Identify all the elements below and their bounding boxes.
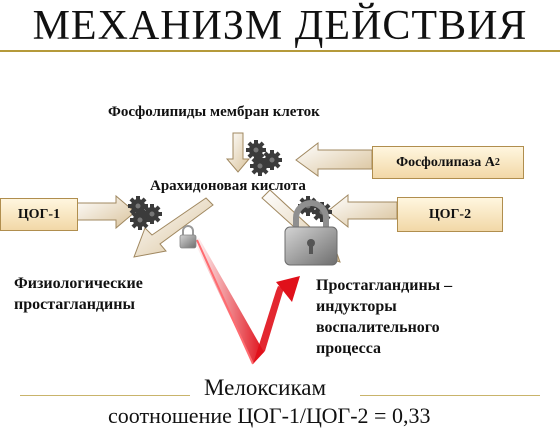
cox2-box: ЦОГ-2 — [397, 197, 503, 232]
physiological-line-2: простагландины — [14, 296, 135, 313]
cox-ratio: соотношение ЦОГ-1/ЦОГ-2 = 0,33 — [108, 403, 431, 428]
cox1-label: ЦОГ-1 — [17, 206, 61, 222]
meloxicam-arrow-left — [194, 238, 264, 364]
inflammatory-line-3: воспалительного — [316, 319, 440, 336]
gear-icon-top — [246, 140, 282, 176]
phospholipase-subscript: 2 — [494, 157, 500, 168]
meloxicam-arrowhead-right — [276, 276, 300, 302]
gear-icon-left — [128, 196, 162, 230]
footer-rule-left — [20, 395, 190, 396]
inflammatory-prostaglandins: Простагландины – индукторы воспалительно… — [316, 275, 452, 359]
large-lock-icon — [284, 200, 338, 266]
arrow-phospholipase — [295, 141, 373, 177]
title-divider — [0, 50, 560, 52]
phospholipase-label: Фосфолипаза А — [396, 154, 495, 170]
physiological-line-1: Физиологические — [14, 275, 143, 292]
meloxicam-arrow-right — [253, 286, 284, 364]
phospholipids-label: Фосфолипиды мембран клеток — [108, 104, 320, 120]
page-title: МЕХАНИЗМ ДЕЙСТВИЯ — [32, 3, 528, 49]
inflammatory-line-2: индукторы — [316, 298, 397, 315]
physiological-prostaglandins: Физиологические простагландины — [14, 273, 143, 315]
inflammatory-line-4: процесса — [316, 340, 382, 357]
arrow-down-phospholipids — [225, 132, 251, 173]
arrow-cox1 — [75, 194, 136, 230]
cox1-box: ЦОГ-1 — [0, 198, 78, 231]
drug-name: Мелоксикам — [204, 375, 327, 400]
arrow-to-physiological — [133, 197, 214, 258]
arachidonic-acid-label: Арахидоновая кислота — [150, 178, 306, 194]
inflammatory-line-1: Простагландины – — [316, 277, 453, 294]
cox2-label: ЦОГ-2 — [428, 206, 472, 222]
arrow-cox2 — [327, 193, 398, 229]
small-lock-icon — [179, 225, 197, 249]
footer-rule-right — [360, 395, 540, 396]
